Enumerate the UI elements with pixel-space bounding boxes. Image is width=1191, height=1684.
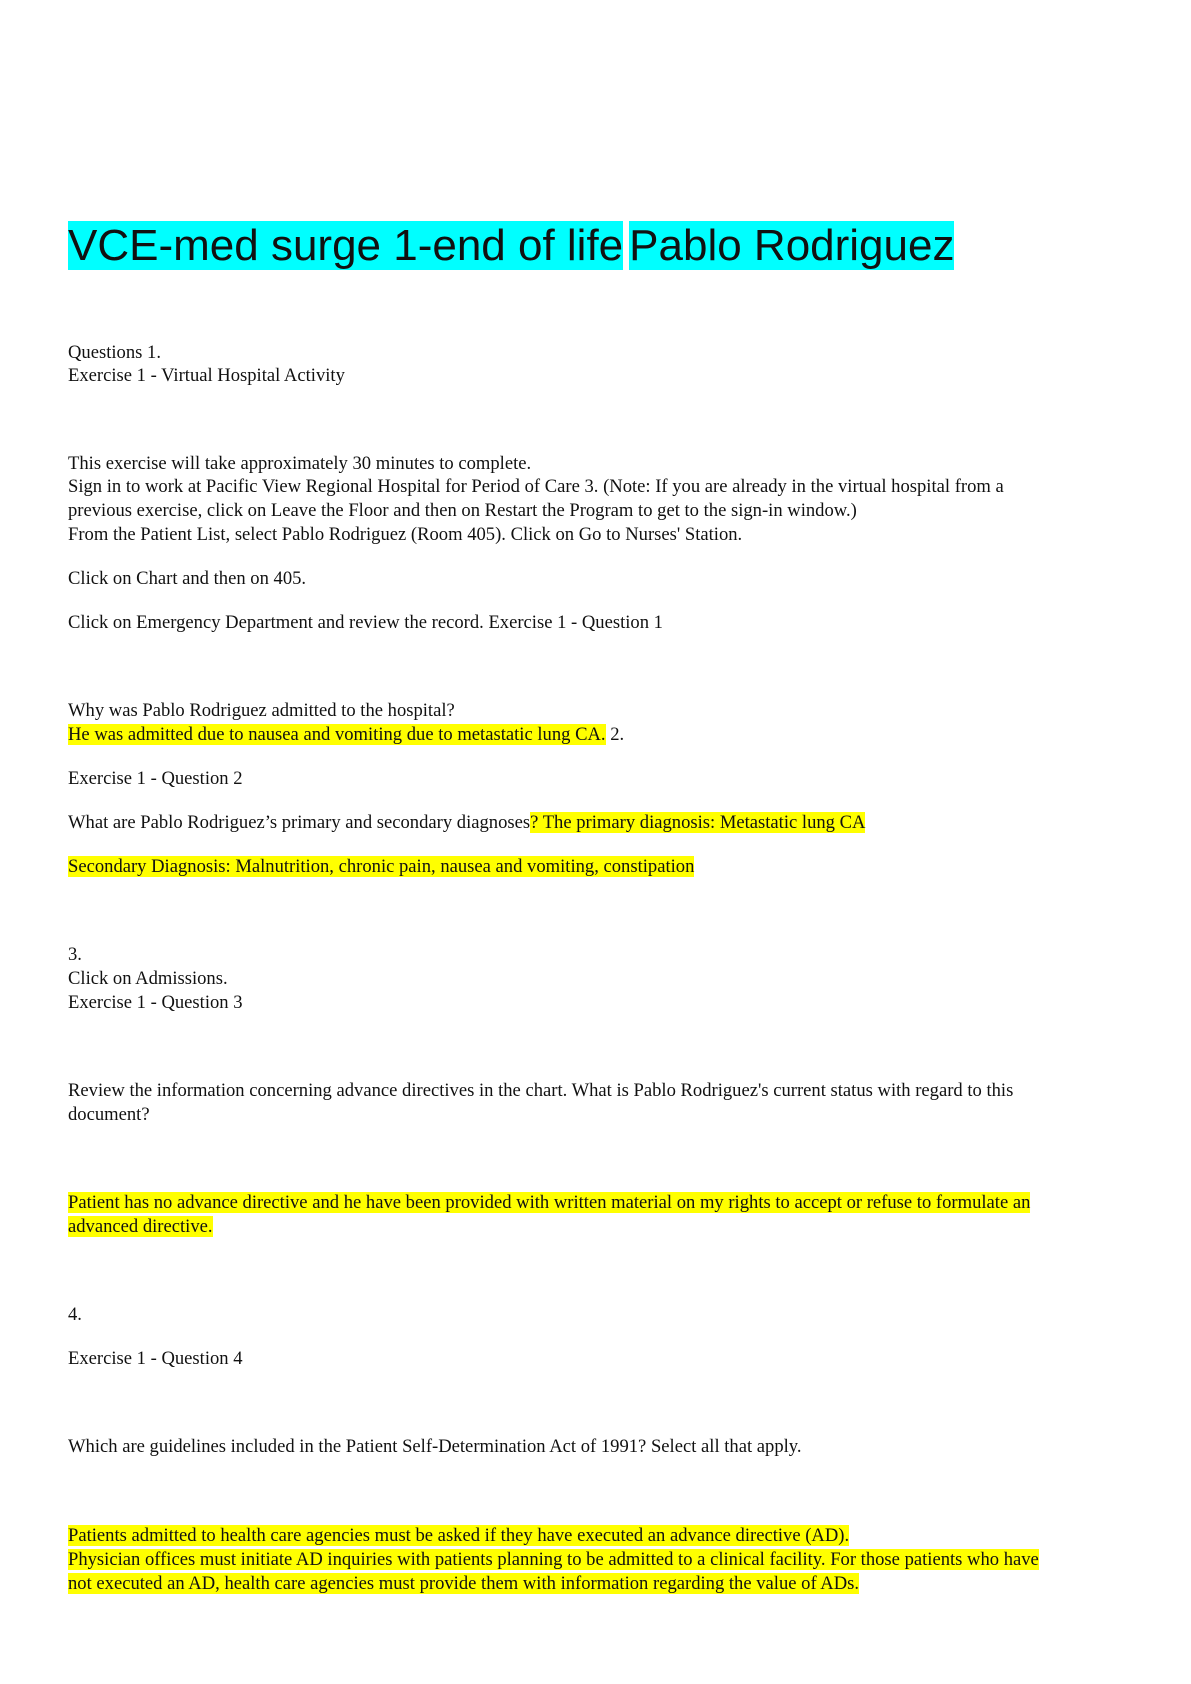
- question-3-answer-line-2: advanced directive.: [68, 1216, 213, 1237]
- emergency-department-instruction: Click on Emergency Department and review…: [68, 612, 663, 633]
- chart-instruction: Click on Chart and then on 405.: [68, 568, 307, 589]
- question-4-answer-line-1: Patients admitted to health care agencie…: [68, 1525, 850, 1546]
- question-2-line: What are Pablo Rodriguez’s primary and s…: [68, 811, 866, 835]
- question-3-answer-line-1: Patient has no advance directive and he …: [68, 1192, 1031, 1213]
- question-2-text: What are Pablo Rodriguez’s primary and s…: [68, 812, 531, 833]
- question-1-answer-line: He was admitted due to nausea and vomiti…: [68, 723, 624, 747]
- sign-in-instruction-line-1: Sign in to work at Pacific View Regional…: [68, 476, 1004, 497]
- question-4-answer-line-2-wrap: Physician offices must initiate AD inqui…: [68, 1548, 1039, 1572]
- question-3-answer-line-1-wrap: Patient has no advance directive and he …: [68, 1191, 1031, 1215]
- question-4-answer-line-3-wrap: not executed an AD, health care agencies…: [68, 1572, 860, 1596]
- question-3-text-line-2: document?: [68, 1104, 150, 1125]
- title-part-patient: Pablo Rodriguez: [629, 221, 955, 270]
- exercise-title: Exercise 1 - Virtual Hospital Activity: [68, 365, 345, 386]
- question-2-label: Exercise 1 - Question 2: [68, 768, 243, 789]
- question-2-answer-secondary-line: Secondary Diagnosis: Malnutrition, chron…: [68, 855, 695, 879]
- question-3-label: Exercise 1 - Question 3: [68, 992, 243, 1013]
- question-4-answer-line-2: Physician offices must initiate AD inqui…: [68, 1549, 1039, 1570]
- question-4-answer-line-3: not executed an AD, health care agencies…: [68, 1573, 860, 1594]
- questions-label: Questions 1.: [68, 342, 161, 363]
- question-2-answer-secondary: Secondary Diagnosis: Malnutrition, chron…: [68, 856, 695, 877]
- question-2-number: 2.: [605, 724, 625, 745]
- question-4-label: Exercise 1 - Question 4: [68, 1348, 243, 1369]
- question-1-answer: He was admitted due to nausea and vomiti…: [68, 724, 606, 745]
- question-4-number: 4.: [68, 1304, 82, 1325]
- patient-list-instruction: From the Patient List, select Pablo Rodr…: [68, 524, 743, 545]
- question-4-text: Which are guidelines included in the Pat…: [68, 1436, 802, 1457]
- question-2-mark: ?: [530, 812, 539, 833]
- question-1-text: Why was Pablo Rodriguez admitted to the …: [68, 700, 455, 721]
- admissions-instruction: Click on Admissions.: [68, 968, 228, 989]
- question-2-answer-primary: The primary diagnosis: Metastatic lung C…: [538, 812, 866, 833]
- title-part-course: VCE-med surge 1-end of life: [68, 221, 624, 270]
- question-4-answer-line-1-wrap: Patients admitted to health care agencie…: [68, 1524, 850, 1548]
- sign-in-instruction-line-2: previous exercise, click on Leave the Fl…: [68, 500, 857, 521]
- question-3-answer-line-2-wrap: advanced directive.: [68, 1215, 213, 1239]
- time-note: This exercise will take approximately 30…: [68, 453, 532, 474]
- question-3-text-line-1: Review the information concerning advanc…: [68, 1080, 1014, 1101]
- question-3-number: 3.: [68, 944, 82, 965]
